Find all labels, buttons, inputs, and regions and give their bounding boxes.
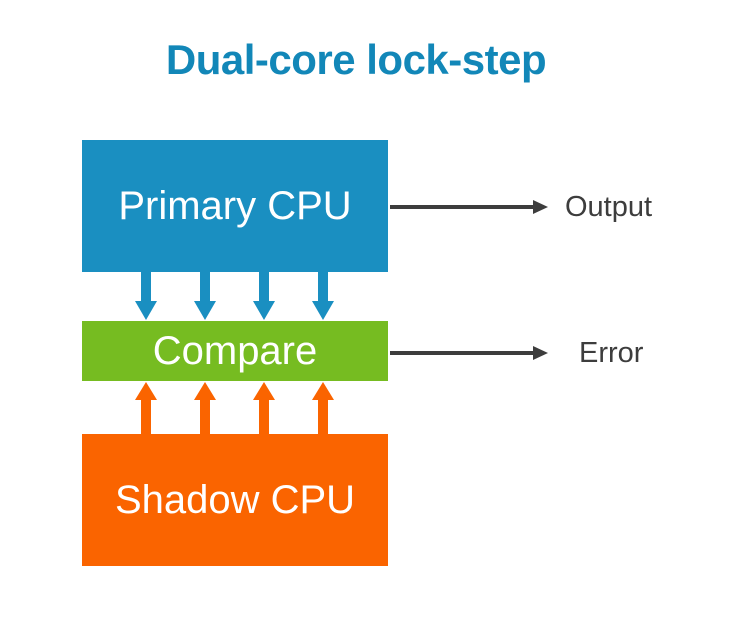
output-label: Output <box>565 191 653 223</box>
error-arrow-icon <box>390 346 548 360</box>
up-arrow-2-icon <box>194 382 216 435</box>
up-arrow-3-icon <box>253 382 275 435</box>
up-arrow-4-icon <box>312 382 334 435</box>
shadow-cpu-label: Shadow CPU <box>114 477 356 522</box>
error-label: Error <box>579 337 644 369</box>
down-arrow-1-icon <box>135 272 157 320</box>
down-arrow-2-icon <box>194 272 216 320</box>
shadow-to-compare-arrows <box>135 382 334 435</box>
compare-label: Compare <box>152 328 318 373</box>
up-arrow-1-icon <box>135 382 157 435</box>
shadow-cpu-box: Shadow CPU <box>82 434 388 566</box>
diagram-title: Dual-core lock-step <box>165 36 547 83</box>
primary-cpu-label: Primary CPU <box>118 183 352 228</box>
primary-to-compare-arrows <box>135 272 334 320</box>
primary-cpu-box: Primary CPU <box>82 140 388 272</box>
down-arrow-3-icon <box>253 272 275 320</box>
output-arrow-icon <box>390 200 548 214</box>
error-arrow-head <box>533 346 548 360</box>
down-arrow-4-icon <box>312 272 334 320</box>
output-arrow-head <box>533 200 548 214</box>
compare-box: Compare <box>82 321 388 381</box>
